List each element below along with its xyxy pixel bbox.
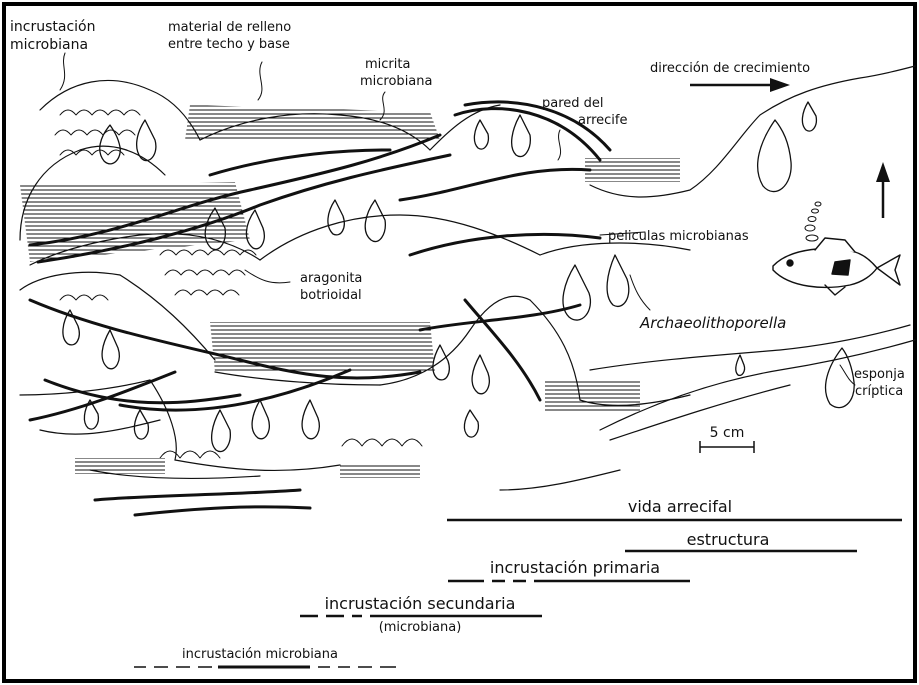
- timeline-secundaria-label: incrustación secundaria: [325, 594, 516, 613]
- label-pared-2: arrecife: [578, 113, 627, 128]
- timeline-primaria-label: incrustación primaria: [490, 558, 660, 577]
- timeline-estructura-label: estructura: [687, 530, 770, 549]
- label-aragonita-1: aragonita: [300, 271, 362, 286]
- label-material-relleno-2: entre techo y base: [168, 37, 290, 52]
- label-esponja-2: críptica: [855, 384, 903, 399]
- label-aragonita-2: botrioidal: [300, 288, 362, 303]
- label-pared-1: pared del: [542, 96, 604, 111]
- label-incrustacion-microbiana-1: incrustación: [10, 19, 95, 35]
- timeline-secundaria-sublabel: (microbiana): [379, 620, 462, 635]
- figure-frame: [4, 4, 915, 681]
- scale-label: 5 cm: [710, 425, 745, 441]
- label-esponja-1: esponja: [854, 367, 905, 382]
- timeline-microbiana-label: incrustación microbiana: [182, 647, 338, 662]
- label-incrustacion-microbiana-2: microbiana: [10, 37, 88, 53]
- label-micrita-2: microbiana: [360, 74, 432, 89]
- label-material-relleno-1: material de relleno: [168, 20, 291, 35]
- label-micrita-1: micrita: [365, 57, 410, 72]
- label-peliculas: peliculas microbianas: [608, 229, 749, 244]
- label-direccion: dirección de crecimiento: [650, 61, 810, 76]
- label-archaeolithoporella: Archaeolithoporella: [639, 314, 786, 332]
- timeline-vida-label: vida arrecifal: [628, 497, 732, 516]
